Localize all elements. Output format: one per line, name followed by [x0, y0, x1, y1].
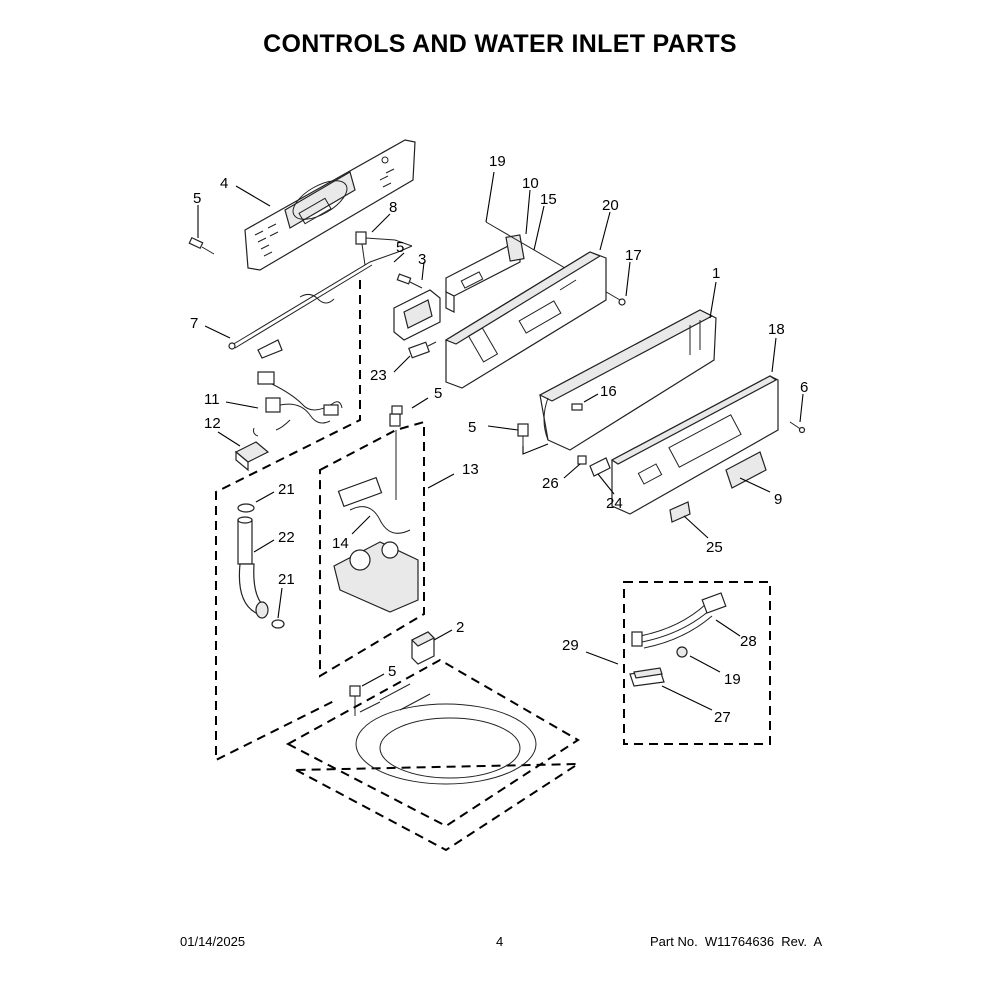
part-29-kit-outline: [623, 581, 771, 745]
callout-22: 22: [278, 529, 295, 546]
callout-27: 27: [714, 709, 731, 726]
part-19-grommet: [676, 646, 688, 658]
part-17-screw: [618, 298, 626, 306]
callout-14: 14: [332, 535, 349, 552]
callout-23: 23: [370, 367, 387, 384]
part-21-washer-b: [271, 619, 285, 629]
callout-5: 5: [388, 663, 396, 680]
part-5-screw-c: [517, 423, 549, 455]
part-11-wire-harness: [257, 371, 343, 431]
callout-12: 12: [204, 415, 221, 432]
callout-2: 2: [456, 619, 464, 636]
part-5-screw-e: [391, 405, 403, 415]
part-14-water-valve: [333, 413, 419, 613]
callout-20: 20: [602, 197, 619, 214]
callout-13: 13: [462, 461, 479, 478]
callout-21: 21: [278, 481, 295, 498]
part-18-console-front: [610, 375, 779, 515]
callout-16: 16: [600, 383, 617, 400]
harness-routing-line: [215, 280, 361, 762]
callout-19: 19: [724, 671, 741, 688]
callout-1: 1: [712, 265, 720, 282]
callout-10: 10: [522, 175, 539, 192]
callout-28: 28: [740, 633, 757, 650]
callout-5: 5: [396, 239, 404, 256]
part-22-inlet-hose: [237, 516, 269, 619]
page-title: CONTROLS AND WATER INLET PARTS: [263, 30, 737, 58]
part-3-control-module: [393, 289, 441, 341]
callout-17: 17: [625, 247, 642, 264]
part-27-connector: [629, 667, 665, 687]
part-23-switch: [408, 341, 437, 359]
callout-7: 7: [190, 315, 198, 332]
part-24-bracket: [589, 457, 611, 477]
callout-5: 5: [193, 190, 201, 207]
part-16-screw: [571, 403, 583, 411]
part-26-screw: [577, 455, 587, 465]
callout-19: 19: [489, 153, 506, 170]
part-12-noise-filter: [234, 427, 270, 472]
part-6-screw: [789, 421, 806, 434]
part-4-control-bracket: [244, 139, 416, 271]
callout-6: 6: [800, 379, 808, 396]
callout-5: 5: [468, 419, 476, 436]
footer-part-number: Part No. W11764636 Rev. A: [650, 934, 823, 949]
callout-21: 21: [278, 571, 295, 588]
part-5-screw-b: [396, 273, 423, 289]
callout-25: 25: [706, 539, 723, 556]
callout-15: 15: [540, 191, 557, 208]
part-13-group-outline: [319, 420, 425, 678]
footer-page-number: 4: [496, 934, 504, 949]
part-2-lid-switch: [410, 631, 436, 665]
part-5-screw-d: [349, 685, 361, 716]
callout-18: 18: [768, 321, 785, 338]
footer-date: 01/14/2025: [180, 934, 246, 949]
callout-4: 4: [220, 175, 228, 192]
callout-29: 29: [562, 637, 579, 654]
part-7-wire-harness: [228, 245, 413, 359]
part-1-console: [538, 309, 717, 451]
part-9-overlay: [725, 451, 767, 489]
part-8-wire-clip: [355, 231, 413, 266]
part-20-console-rear: [444, 251, 607, 389]
callout-labels: 4 5 8 5 3 7 11 12 5 19 10 15 20 17 1 18 …: [190, 153, 808, 726]
callout-11: 11: [204, 391, 220, 408]
leader-lines: [197, 171, 804, 711]
callout-8: 8: [389, 199, 397, 216]
part-21-washer-a: [237, 503, 255, 513]
washer-top-cabinet: [285, 658, 582, 852]
part-25-overlay: [669, 501, 691, 523]
callout-3: 3: [418, 251, 426, 268]
callout-9: 9: [774, 491, 782, 508]
callout-24: 24: [606, 495, 623, 512]
part-5-screw-a: [188, 236, 215, 255]
part-28-wire-harness: [631, 592, 727, 649]
callout-5: 5: [434, 385, 442, 402]
callout-26: 26: [542, 475, 559, 492]
